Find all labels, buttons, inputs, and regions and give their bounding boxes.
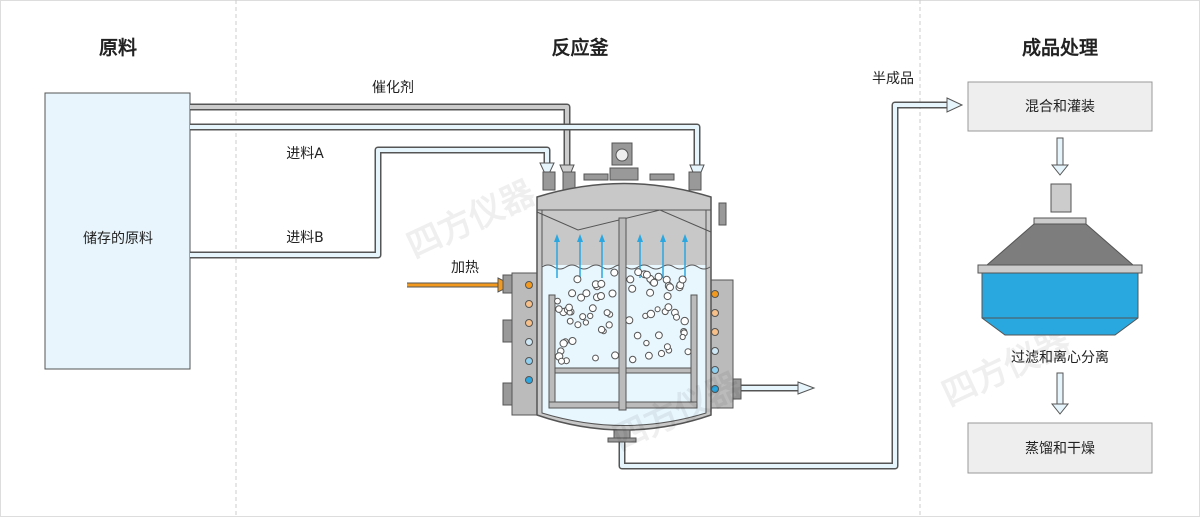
- temperature-indicator: [711, 328, 719, 336]
- heating-label: 加热: [451, 260, 479, 276]
- bubble: [654, 306, 661, 313]
- bubble: [597, 292, 605, 300]
- bubble: [611, 351, 620, 360]
- bubble: [603, 309, 611, 317]
- bubble: [664, 303, 673, 312]
- bubble: [582, 319, 590, 326]
- temperature-indicator: [525, 357, 533, 365]
- bubble: [684, 348, 692, 356]
- bubble: [666, 283, 674, 292]
- bubble: [566, 317, 574, 325]
- catalyst-label: 催化剂: [372, 80, 414, 96]
- step-filter-label: 过滤和离心分离: [1011, 349, 1109, 366]
- bubble: [628, 284, 637, 293]
- bubble: [574, 321, 582, 329]
- temperature-indicator: [525, 281, 533, 289]
- temperature-indicator: [711, 366, 719, 374]
- bubble: [663, 292, 672, 301]
- section-title-reactor: 反应釜: [551, 36, 609, 59]
- temperature-indicator: [525, 376, 533, 384]
- bubble: [663, 343, 671, 351]
- bubble: [657, 349, 666, 358]
- step-mix-box: [967, 81, 1153, 132]
- feed-a-label: 进料A: [286, 146, 324, 162]
- bubble: [633, 331, 642, 340]
- steam-arrow: [554, 234, 560, 278]
- steam-arrow: [577, 234, 583, 278]
- semi-product-pipe: [618, 97, 964, 470]
- section-title-raw: 原料: [99, 36, 137, 59]
- temperature-indicator: [525, 300, 533, 308]
- temperature-indicator: [711, 347, 719, 355]
- bubble: [626, 275, 635, 284]
- feed-b-pipe: [190, 146, 555, 259]
- bubble: [645, 351, 653, 360]
- bubble: [673, 313, 680, 321]
- temperature-indicator: [711, 385, 719, 393]
- bubble: [680, 316, 689, 326]
- bubble: [629, 355, 637, 364]
- bubble: [654, 272, 663, 281]
- bubble: [679, 333, 686, 341]
- bubble: [608, 289, 617, 298]
- bubble: [587, 312, 594, 320]
- bubble: [573, 275, 582, 284]
- temperature-indicator: [711, 309, 719, 317]
- bubble: [582, 289, 591, 298]
- section-title-product: 成品处理: [1022, 36, 1098, 59]
- down-arrow: [1050, 372, 1070, 415]
- bubble: [579, 313, 587, 321]
- bubble: [634, 268, 643, 277]
- bubble: [577, 293, 586, 302]
- bubble: [643, 339, 650, 347]
- bubble: [558, 357, 565, 365]
- storage-label: 储存的原料: [83, 231, 153, 247]
- bubble: [555, 305, 563, 313]
- step-dry-box: [967, 422, 1153, 474]
- steam-arrow: [682, 234, 688, 278]
- bubble: [605, 321, 613, 329]
- bubble: [646, 288, 655, 297]
- bubble: [642, 270, 651, 279]
- bubble: [610, 268, 619, 277]
- step-mix-label: 混合和灌装: [1025, 99, 1095, 115]
- bubble: [646, 309, 656, 319]
- step-dry-label: 蒸馏和干燥: [1025, 441, 1095, 457]
- bubble: [625, 316, 634, 325]
- bubble: [554, 297, 561, 305]
- bubble: [597, 279, 606, 288]
- bubble: [588, 304, 597, 313]
- bubble: [565, 303, 573, 312]
- bubble: [650, 278, 659, 287]
- feed-b-label: 进料B: [286, 230, 324, 246]
- bubble: [568, 289, 577, 298]
- bubble: [559, 339, 568, 348]
- down-arrow: [1050, 137, 1070, 176]
- steam-arrow: [599, 234, 605, 278]
- bubble: [678, 275, 687, 284]
- bubble: [597, 325, 606, 334]
- temperature-indicator: [525, 319, 533, 327]
- bubble: [568, 337, 577, 345]
- reactor: [502, 142, 742, 443]
- steam-arrow: [660, 234, 666, 278]
- centrifuge: [977, 183, 1143, 336]
- semi-product-label: 半成品: [872, 71, 914, 87]
- storage-tank: [44, 92, 191, 370]
- jacket-left: [511, 272, 539, 416]
- temperature-indicator: [711, 290, 719, 298]
- bubble: [592, 354, 599, 362]
- bubble: [655, 331, 663, 340]
- temperature-indicator: [525, 338, 533, 346]
